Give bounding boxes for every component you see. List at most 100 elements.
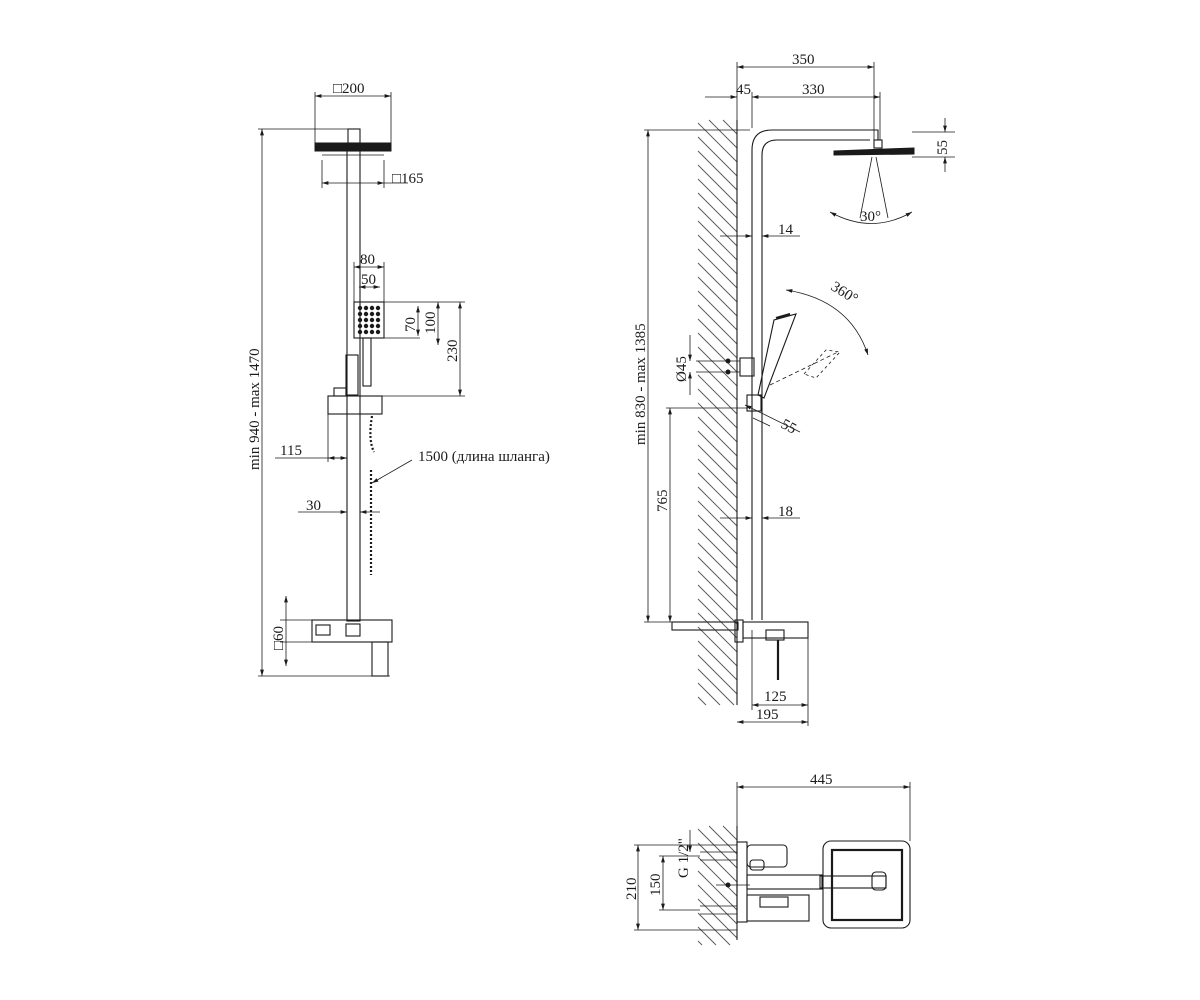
side-rail-diameter-bottom-label: 18 <box>778 504 793 520</box>
hatch-line <box>697 136 738 177</box>
hatch-line <box>697 150 738 191</box>
nozzle-dot <box>375 329 381 335</box>
top-inlet-spacing-label: 150 <box>648 874 664 897</box>
side-holder-depth-label: 55 <box>778 416 799 437</box>
top-wall-hatching <box>697 825 738 946</box>
front-handheld-width-label: 80 <box>360 252 375 268</box>
nozzle-dot <box>363 329 369 335</box>
hatch-line <box>697 276 738 317</box>
hatch-line <box>697 234 738 275</box>
hatch-line <box>697 206 738 247</box>
hatch-line <box>697 584 738 625</box>
nozzle-dot <box>357 311 363 317</box>
main-rail <box>346 150 361 622</box>
hatch-line <box>697 898 738 939</box>
hatch-line <box>697 654 738 695</box>
top-view: 445 210 150 G 1/2" <box>624 772 911 946</box>
hatch-line <box>697 472 738 513</box>
overhead-shower-head <box>314 128 392 156</box>
hatch-line <box>697 570 738 611</box>
nozzle-dot <box>369 323 375 329</box>
front-handheld-face-label: 70 <box>403 317 419 332</box>
hatch-line <box>697 626 738 667</box>
side-shower-head <box>829 139 915 224</box>
front-head-inner-label: □165 <box>392 171 424 187</box>
mixer-body <box>311 619 393 677</box>
hatch-line <box>697 842 738 883</box>
top-shower-head <box>819 840 911 929</box>
side-height-range-label: min 830 - max 1385 <box>633 323 649 445</box>
side-total-depth-label: 350 <box>792 52 815 68</box>
front-view: □200 □165 80 50 70 100 230 min 940 - max… <box>247 81 550 677</box>
hatch-line <box>697 528 738 569</box>
top-thread-label: G 1/2" <box>676 838 692 878</box>
hatch-line <box>697 248 738 289</box>
side-rail <box>751 129 879 620</box>
side-mixer-total-depth-label: 195 <box>756 707 779 723</box>
side-spray-angle-label: 30° <box>860 209 881 225</box>
side-arm-length-label: 330 <box>802 82 825 98</box>
front-rail-offset-label: 30 <box>306 498 321 514</box>
hatch-line <box>697 696 707 706</box>
side-bracket-diameter-label: Ø45 <box>674 356 690 382</box>
hand-shower <box>345 301 385 396</box>
hatch-line <box>697 884 738 925</box>
front-handheld-height-label: 100 <box>423 312 439 335</box>
nozzle-dot <box>375 305 381 311</box>
hatch-line <box>697 444 738 485</box>
nozzle-dot <box>375 323 381 329</box>
side-wall-offset-label: 45 <box>736 82 751 98</box>
front-head-width-label: □200 <box>333 81 365 97</box>
top-total-depth-label: 445 <box>810 772 833 788</box>
nozzle-dot <box>363 323 369 329</box>
nozzle-dot <box>375 317 381 323</box>
side-mixer-depth-label: 125 <box>764 689 787 705</box>
front-total-height-label: min 940 - max 1470 <box>247 348 263 470</box>
nozzle-dot <box>357 317 363 323</box>
hatch-line <box>697 556 738 597</box>
side-view: 350 45 330 55 30° 14 360° Ø45 55 min 830… <box>633 52 955 726</box>
hatch-line <box>697 514 738 555</box>
hatch-line <box>697 486 738 527</box>
hatch-line <box>697 416 738 457</box>
hatch-line <box>697 500 738 541</box>
nozzle-dot <box>357 329 363 335</box>
hatch-line <box>697 402 738 443</box>
side-rotation-label: 360° <box>828 279 861 308</box>
hatch-line <box>722 119 738 135</box>
front-hose-length-label: 1500 (длина шланга) <box>418 449 550 465</box>
wall-hatching <box>697 119 738 706</box>
hatch-line <box>697 290 738 331</box>
side-rail-diameter-top-label: 14 <box>778 222 794 238</box>
side-hand-shower <box>746 289 869 412</box>
hatch-line <box>697 318 738 359</box>
front-holder-offset-label: 115 <box>280 443 302 459</box>
hatch-line <box>697 388 738 429</box>
hatch-line <box>697 192 738 233</box>
hatch-line <box>697 682 721 706</box>
hatch-line <box>697 360 738 401</box>
hatch-line <box>697 346 738 387</box>
hose <box>369 415 376 575</box>
hatch-line <box>697 542 738 583</box>
side-mixer <box>671 619 809 680</box>
nozzle-dot <box>363 311 369 317</box>
top-mixer <box>700 841 823 923</box>
hatch-line <box>697 430 738 471</box>
hatch-line <box>722 825 738 841</box>
hatch-line <box>697 828 738 869</box>
hatch-line <box>697 668 735 706</box>
nozzle-dot <box>369 317 375 323</box>
nozzle-dot <box>357 305 363 311</box>
hand-shower-nozzles <box>357 305 381 335</box>
top-dimensions <box>634 782 911 931</box>
hatch-line <box>708 825 738 855</box>
hatch-line <box>697 304 738 345</box>
side-head-thickness-label: 55 <box>935 140 951 155</box>
hatch-line <box>697 856 738 897</box>
nozzle-dot <box>369 311 375 317</box>
hatch-line <box>708 119 738 149</box>
side-wall-brackets <box>696 357 755 377</box>
nozzle-dot <box>369 305 375 311</box>
